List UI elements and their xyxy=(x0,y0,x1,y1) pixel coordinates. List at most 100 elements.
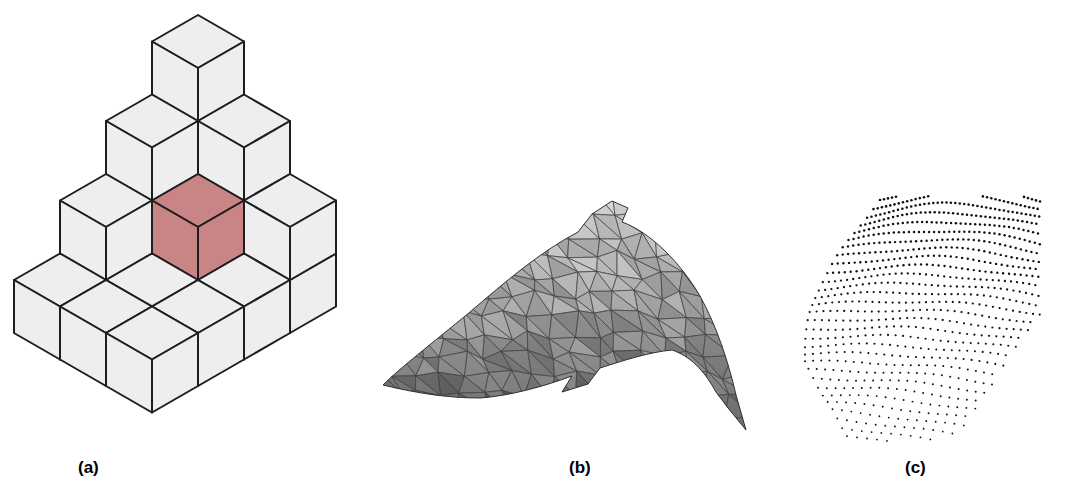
cloud-point xyxy=(943,285,945,287)
cloud-point xyxy=(937,293,939,295)
cloud-point xyxy=(938,301,940,303)
cloud-point xyxy=(922,327,924,329)
cloud-point xyxy=(879,291,881,293)
mesh-triangle xyxy=(417,292,437,319)
cloud-point xyxy=(841,370,843,372)
cloud-point xyxy=(953,310,955,312)
cloud-point xyxy=(1025,292,1027,294)
cloud-point xyxy=(919,273,921,275)
cloud-point xyxy=(976,205,979,208)
cloud-point xyxy=(836,351,838,353)
cloud-point xyxy=(962,285,964,287)
cloud-point xyxy=(915,212,918,215)
mesh-triangle xyxy=(727,193,754,217)
cloud-point xyxy=(899,317,901,319)
cloud-point xyxy=(854,402,856,404)
cloud-point xyxy=(1027,230,1029,232)
mesh-triangle xyxy=(664,356,688,379)
cloud-point xyxy=(955,256,957,258)
cloud-point xyxy=(988,232,990,234)
mesh-triangle xyxy=(724,417,753,433)
cloud-point xyxy=(842,336,844,338)
cloud-point xyxy=(887,259,889,261)
mesh-triangle xyxy=(733,316,754,333)
cloud-point xyxy=(901,249,903,251)
cloud-point xyxy=(923,203,926,206)
mesh-triangle xyxy=(611,412,643,439)
cloud-point xyxy=(828,352,830,354)
cloud-point xyxy=(937,413,939,415)
mesh-triangle xyxy=(707,215,730,235)
cloud-point xyxy=(878,326,880,328)
cloud-point xyxy=(1002,297,1004,299)
cloud-point xyxy=(923,428,925,430)
cloud-point xyxy=(899,355,901,357)
cloud-point xyxy=(913,272,915,274)
mesh-triangle xyxy=(553,191,575,213)
cloud-point xyxy=(970,293,972,295)
cloud-point xyxy=(1009,299,1011,301)
cloud-point xyxy=(1003,209,1006,212)
cloud-point xyxy=(917,337,919,339)
cloud-point xyxy=(1000,288,1002,290)
cloud-point xyxy=(820,352,822,354)
mesh-triangle xyxy=(597,375,618,400)
cloud-point xyxy=(914,204,917,207)
cloud-point xyxy=(843,387,845,389)
mesh-triangle xyxy=(612,276,634,292)
cube-face xyxy=(244,280,290,360)
cloud-point xyxy=(927,255,929,257)
cloud-point xyxy=(824,289,826,291)
cloud-point xyxy=(956,406,958,408)
mesh-triangle xyxy=(414,195,442,215)
mesh-triangle xyxy=(459,392,490,410)
cloud-point xyxy=(1039,313,1041,315)
cloud-point xyxy=(923,247,925,249)
mesh-triangle xyxy=(679,291,704,318)
cloud-point xyxy=(937,329,939,331)
cloud-point xyxy=(952,212,955,215)
cloud-point xyxy=(850,310,852,312)
cloud-point xyxy=(982,351,984,353)
mesh-triangle xyxy=(481,257,508,273)
cloud-point xyxy=(864,327,866,329)
cloud-point xyxy=(918,364,920,366)
mesh-triangle xyxy=(392,312,423,336)
cloud-point xyxy=(880,432,882,434)
cloud-point xyxy=(918,231,920,233)
cloud-point xyxy=(842,262,844,264)
cloud-point xyxy=(951,349,953,351)
mesh-triangle xyxy=(531,212,551,236)
cloud-point xyxy=(835,319,837,321)
cloud-point xyxy=(971,359,973,361)
mesh-triangle xyxy=(745,193,774,214)
mesh-triangle xyxy=(487,196,505,213)
cloud-point xyxy=(906,206,909,209)
mesh-triangle xyxy=(640,212,655,233)
mesh-triangle xyxy=(611,291,638,311)
mesh-triangle xyxy=(413,259,439,276)
cloud-point xyxy=(1028,206,1031,209)
mesh-triangle xyxy=(705,413,728,438)
cloud-point xyxy=(1003,234,1005,236)
mesh-triangle xyxy=(374,352,398,376)
cloud-point xyxy=(897,222,899,224)
cloud-point xyxy=(972,204,975,207)
mesh-triangle xyxy=(569,412,596,438)
cloud-point xyxy=(894,426,896,428)
mesh-triangle xyxy=(511,192,531,219)
mesh-triangle xyxy=(683,434,706,459)
cloud-point xyxy=(1025,213,1028,216)
cloud-point xyxy=(878,387,880,389)
cloud-point xyxy=(901,272,903,274)
cloud-point xyxy=(842,329,844,331)
cloud-point xyxy=(918,283,920,285)
cloud-point xyxy=(1008,273,1010,275)
cloud-point xyxy=(885,266,887,268)
cloud-point xyxy=(892,210,895,213)
cloud-point xyxy=(822,310,824,312)
cloud-point xyxy=(1032,260,1034,262)
mesh-triangle xyxy=(458,212,481,234)
cloud-point xyxy=(1015,346,1017,348)
mesh-triangle xyxy=(528,197,552,219)
